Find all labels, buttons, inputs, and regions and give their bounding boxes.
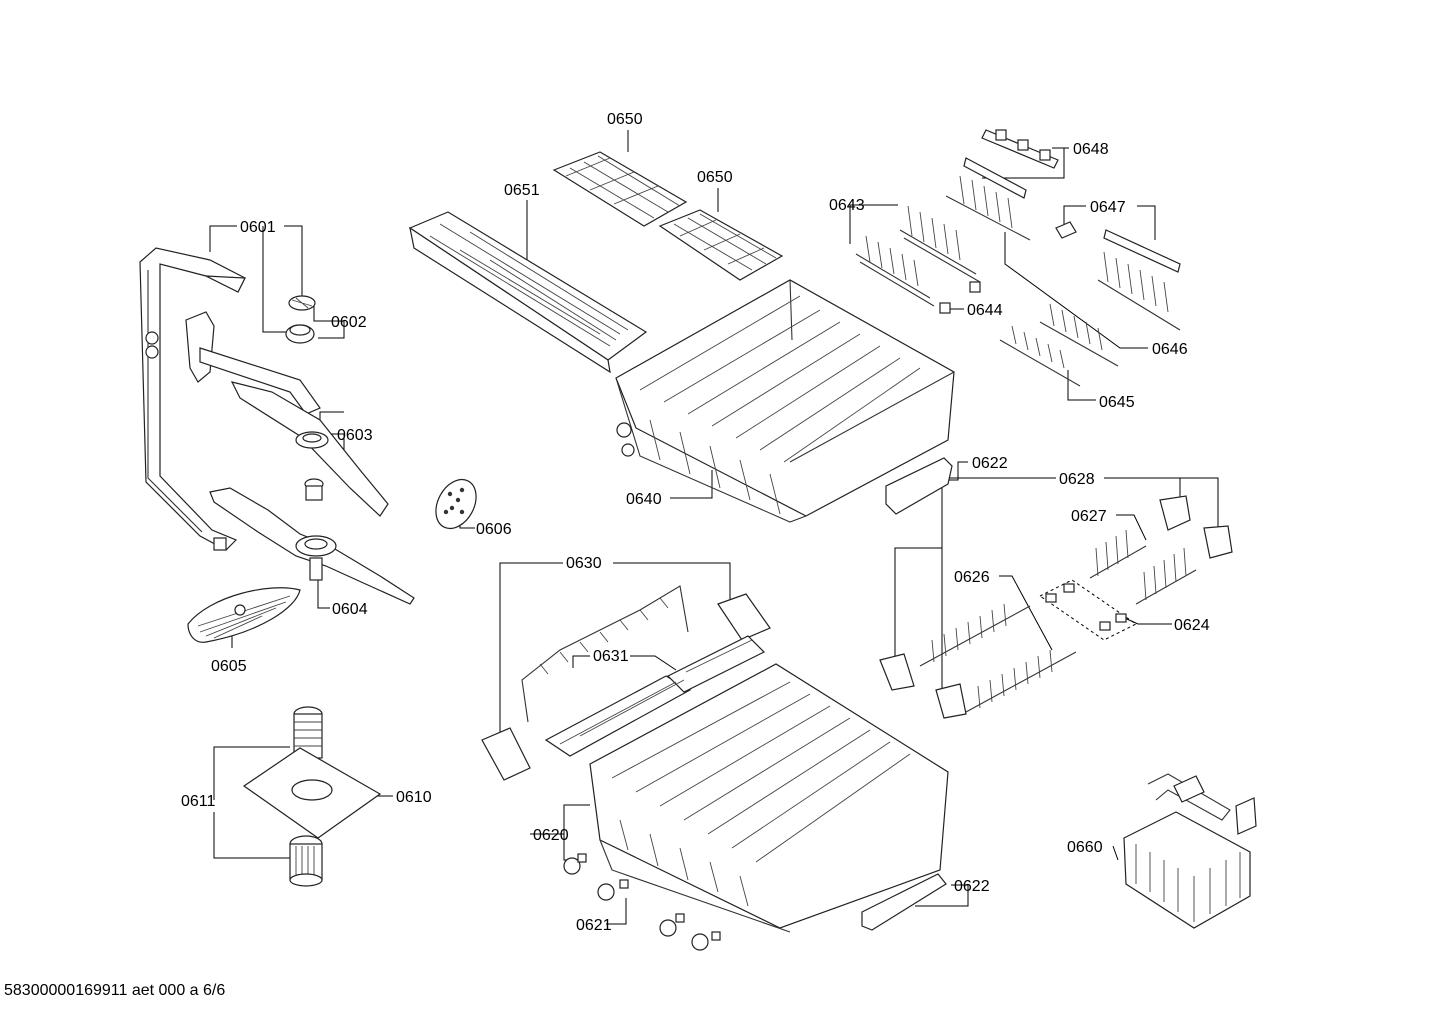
basket-handle-0622-upper [885, 457, 953, 515]
wheels-0621 [563, 853, 721, 951]
label-0646: 0646 [1152, 341, 1188, 358]
label-0647: 0647 [1090, 199, 1126, 216]
lower-basket-0620 [589, 663, 949, 933]
label-0650-left: 0650 [607, 111, 643, 128]
label-0624: 0624 [1174, 617, 1210, 634]
label-0603: 0603 [337, 427, 373, 444]
leader-lines [209, 130, 1219, 925]
tine-rack-0646 [1097, 229, 1181, 331]
label-0622-lower: 0622 [954, 878, 990, 895]
label-0660: 0660 [1067, 839, 1103, 856]
filter-plate-0605 [187, 587, 301, 643]
label-0631: 0631 [593, 648, 629, 665]
label-0628: 0628 [1059, 471, 1095, 488]
label-0620: 0620 [533, 827, 569, 844]
tine-rack-0627 [1089, 529, 1197, 605]
clip-set-0624 [1039, 579, 1137, 641]
lower-spray-arm-0604 [209, 487, 415, 605]
part-labels: 0601 0602 0603 0604 0605 0606 0610 0611 … [181, 111, 1210, 934]
document-footer: 58300000169911 aet 000 a 6/6 [4, 982, 226, 999]
label-0610: 0610 [396, 789, 432, 806]
label-0643: 0643 [829, 197, 865, 214]
label-0621: 0621 [576, 917, 612, 934]
label-0650-right: 0650 [697, 169, 733, 186]
cutlery-basket-0660 [1123, 773, 1257, 929]
rack-hinge-0628 [879, 495, 1233, 719]
basket-handle-0622-lower [861, 873, 947, 931]
label-0605: 0605 [211, 658, 247, 675]
label-0604: 0604 [332, 601, 368, 618]
tine-rack-0643 [855, 205, 981, 307]
label-0606: 0606 [476, 521, 512, 538]
tine-rack-0626 [919, 603, 1077, 713]
label-0627: 0627 [1071, 508, 1107, 525]
label-0622-upper: 0622 [972, 455, 1008, 472]
tine-rack-0647 [945, 157, 1077, 241]
cup-rack-0631 [544, 635, 766, 757]
label-0630: 0630 [566, 555, 602, 572]
upper-basket-0640 [615, 279, 955, 523]
label-0644: 0644 [967, 302, 1003, 319]
label-0611: 0611 [181, 793, 216, 810]
upper-spray-arm-0603 [185, 311, 389, 517]
label-0601: 0601 [240, 219, 276, 236]
clip-0644 [939, 281, 981, 314]
wire-rail-0630 [481, 585, 771, 781]
cup-shelf-0650-right [658, 209, 784, 281]
cup-shelf-0650-left [552, 151, 688, 227]
label-0645: 0645 [1099, 394, 1135, 411]
label-0651: 0651 [504, 182, 540, 199]
nut-parts-0602 [285, 295, 316, 344]
label-0640: 0640 [626, 491, 662, 508]
tine-rack-0645 [999, 303, 1119, 387]
round-filter-0606 [435, 478, 477, 530]
label-0602: 0602 [331, 314, 367, 331]
sump-filter-0610 [242, 706, 382, 887]
label-0626: 0626 [954, 569, 990, 586]
supply-pipe-0601 [139, 247, 246, 551]
clip-rail-0648 [981, 129, 1059, 169]
cutlery-tray-0651 [408, 211, 648, 374]
label-0648: 0648 [1073, 141, 1109, 158]
